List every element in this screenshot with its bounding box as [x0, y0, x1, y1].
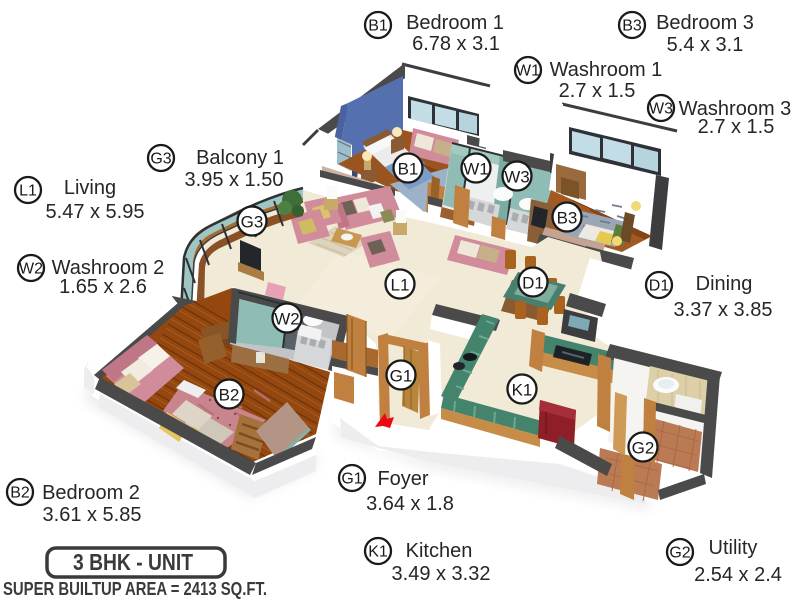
svg-text:W1: W1: [516, 63, 540, 80]
svg-text:Foyer: Foyer: [377, 468, 428, 490]
svg-text:G2: G2: [669, 545, 690, 562]
svg-text:B2: B2: [219, 386, 240, 405]
svg-text:2.7 x 1.5: 2.7 x 1.5: [559, 80, 636, 102]
svg-text:2.7 x 1.5: 2.7 x 1.5: [698, 116, 775, 138]
svg-text:W3: W3: [504, 168, 530, 187]
svg-text:2.54 x 2.4: 2.54 x 2.4: [694, 564, 782, 586]
svg-text:Bedroom 2: Bedroom 2: [42, 482, 140, 504]
svg-text:B2: B2: [10, 485, 30, 502]
svg-text:L1: L1: [19, 183, 37, 200]
svg-text:B3: B3: [557, 209, 578, 228]
svg-text:G2: G2: [632, 439, 655, 458]
svg-text:L1: L1: [391, 276, 410, 295]
svg-text:Washroom 3: Washroom 3: [679, 98, 792, 120]
svg-text:5.4 x 3.1: 5.4 x 3.1: [667, 34, 744, 56]
svg-text:3.61 x 5.85: 3.61 x 5.85: [43, 504, 142, 526]
svg-text:3.49 x 3.32: 3.49 x 3.32: [392, 563, 491, 585]
svg-text:3 BHK - UNIT: 3 BHK - UNIT: [73, 549, 193, 575]
svg-text:5.47 x 5.95: 5.47 x 5.95: [46, 201, 145, 223]
svg-text:K1: K1: [368, 544, 388, 561]
svg-text:SUPER BUILTUP AREA = 2413 SQ.F: SUPER BUILTUP AREA = 2413 SQ.FT.: [3, 579, 267, 599]
svg-text:G3: G3: [241, 213, 264, 232]
svg-text:3.64 x 1.8: 3.64 x 1.8: [366, 493, 454, 515]
svg-text:B3: B3: [622, 18, 642, 35]
svg-text:W2: W2: [19, 261, 43, 278]
svg-text:W1: W1: [463, 160, 489, 179]
svg-text:Dining: Dining: [696, 273, 753, 295]
svg-text:Balcony 1: Balcony 1: [196, 147, 284, 169]
svg-text:B1: B1: [398, 160, 419, 179]
svg-text:6.78 x 3.1: 6.78 x 3.1: [412, 33, 500, 55]
svg-text:G1: G1: [390, 367, 413, 386]
svg-text:Washroom 2: Washroom 2: [52, 257, 165, 279]
svg-text:Utility: Utility: [709, 537, 758, 559]
svg-text:K1: K1: [512, 381, 533, 400]
svg-text:D1: D1: [649, 278, 670, 295]
svg-text:D1: D1: [522, 274, 544, 293]
svg-text:3.37 x 3.85: 3.37 x 3.85: [674, 299, 773, 321]
svg-text:G1: G1: [341, 471, 362, 488]
svg-text:Bedroom 1: Bedroom 1: [406, 12, 504, 34]
svg-text:Washroom 1: Washroom 1: [550, 59, 663, 81]
svg-text:G3: G3: [150, 151, 171, 168]
svg-text:Bedroom 3: Bedroom 3: [656, 12, 754, 34]
svg-text:Living: Living: [64, 177, 116, 199]
svg-text:B1: B1: [368, 18, 388, 35]
svg-text:1.65 x 2.6: 1.65 x 2.6: [59, 276, 147, 298]
svg-text:W3: W3: [649, 101, 673, 118]
svg-text:3.95 x 1.50: 3.95 x 1.50: [185, 169, 284, 191]
svg-text:Kitchen: Kitchen: [406, 540, 473, 562]
svg-text:W2: W2: [274, 310, 300, 329]
